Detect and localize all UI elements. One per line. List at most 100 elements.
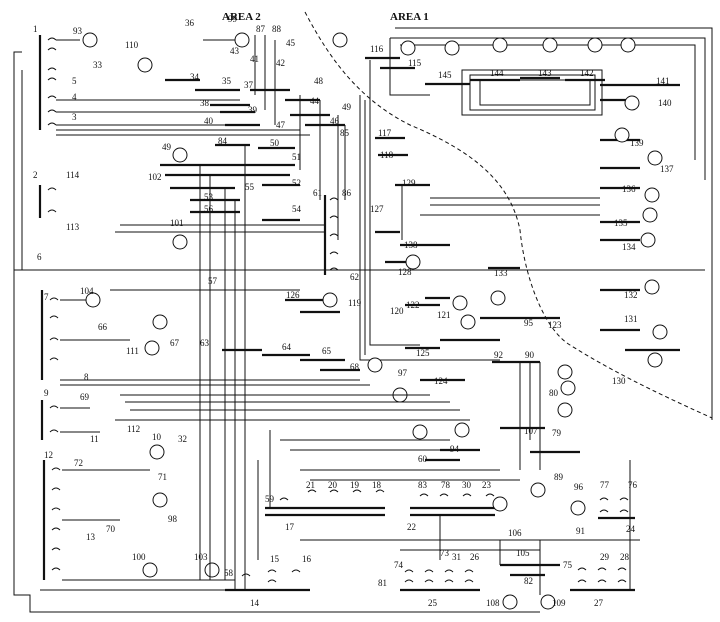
bus-label-83: 83 xyxy=(418,480,428,490)
bus-label-97: 97 xyxy=(398,368,408,378)
bus-label-109: 109 xyxy=(552,598,566,608)
bus-label-137: 137 xyxy=(660,164,674,174)
bus-label-114: 114 xyxy=(66,170,80,180)
bus-label-101: 101 xyxy=(170,218,184,228)
bus-label-12: 12 xyxy=(44,450,53,460)
bus-label-47: 47 xyxy=(276,120,286,130)
bus-label-46: 46 xyxy=(330,116,340,126)
bus-label-24: 24 xyxy=(626,524,636,534)
bus-label-16: 16 xyxy=(302,554,312,564)
bus-label-77: 77 xyxy=(600,480,610,490)
bus-label-32: 32 xyxy=(178,434,187,444)
area2-label: AREA 2 xyxy=(222,11,261,23)
bus-label-96: 96 xyxy=(574,482,584,492)
bus-label-1: 1 xyxy=(33,24,38,34)
bus-label-103: 103 xyxy=(194,552,208,562)
bus-label-49a: 49 xyxy=(342,102,352,112)
bus-label-55: 55 xyxy=(245,182,255,192)
bus-label-2: 2 xyxy=(33,170,38,180)
bus-label-23: 23 xyxy=(482,480,492,490)
bus-label-144: 144 xyxy=(490,68,504,78)
bus-label-36: 36 xyxy=(185,18,195,28)
bus-label-84: 84 xyxy=(218,136,228,146)
bus-label-95: 95 xyxy=(524,318,534,328)
bus-label-122: 122 xyxy=(406,300,420,310)
bus-label-124: 124 xyxy=(434,376,448,386)
bus-label-58: 58 xyxy=(224,568,234,578)
bus-label-67: 67 xyxy=(170,338,180,348)
bus-label-68: 68 xyxy=(350,362,360,372)
bus-label-79: 79 xyxy=(552,428,562,438)
bus-label-88: 88 xyxy=(272,24,282,34)
bus-label-105: 105 xyxy=(516,548,530,558)
bus-label-11: 11 xyxy=(90,434,99,444)
bus-label-21: 21 xyxy=(306,480,315,490)
bus-label-51: 51 xyxy=(292,152,301,162)
bus-label-107: 107 xyxy=(524,426,538,436)
bus-label-85: 85 xyxy=(340,128,350,138)
bus-label-135: 135 xyxy=(614,218,628,228)
bus-label-28: 28 xyxy=(620,552,630,562)
bus-label-134: 134 xyxy=(622,242,636,252)
bus-label-120: 120 xyxy=(390,306,404,316)
bus-label-38: 38 xyxy=(200,98,210,108)
bus-label-8: 8 xyxy=(84,372,89,382)
bus-label-129: 129 xyxy=(402,178,416,188)
bus-label-121: 121 xyxy=(437,310,451,320)
bus-label-90: 90 xyxy=(525,350,535,360)
bus-label-110: 110 xyxy=(125,40,139,50)
bus-label-136: 136 xyxy=(622,184,636,194)
bus-label-22: 22 xyxy=(407,522,416,532)
bus-label-62: 62 xyxy=(350,272,359,282)
bus-label-116: 116 xyxy=(370,44,384,54)
bus-label-140: 140 xyxy=(658,98,672,108)
bus-label-59: 59 xyxy=(265,494,275,504)
bus-label-89: 89 xyxy=(554,472,564,482)
bus-label-74: 74 xyxy=(394,560,404,570)
bus-label-128: 128 xyxy=(398,267,412,277)
bus-label-139: 139 xyxy=(630,138,644,148)
bus-label-131: 131 xyxy=(624,314,638,324)
bus-label-43: 43 xyxy=(230,46,240,56)
bus-label-70: 70 xyxy=(106,524,116,534)
bus-label-45: 45 xyxy=(286,38,296,48)
bus-label-119: 119 xyxy=(348,298,362,308)
bus-label-92: 92 xyxy=(494,350,503,360)
bus-label-30: 30 xyxy=(462,480,472,490)
bus-label-26: 26 xyxy=(470,552,480,562)
bus-label-86: 86 xyxy=(342,188,352,198)
bus-label-127: 127 xyxy=(370,204,384,214)
bus-label-40: 40 xyxy=(204,116,214,126)
bus-label-18: 18 xyxy=(372,480,382,490)
bus-label-76: 76 xyxy=(628,480,638,490)
bus-label-33: 33 xyxy=(93,60,103,70)
bus-label-94: 94 xyxy=(450,444,460,454)
bus-label-50: 50 xyxy=(270,138,280,148)
bus-label-15: 15 xyxy=(270,554,280,564)
bus-label-72: 72 xyxy=(74,458,83,468)
bus-label-123: 123 xyxy=(548,320,562,330)
bus-label-108: 108 xyxy=(486,598,500,608)
bus-label-73: 73 xyxy=(440,548,450,558)
bus-label-4: 4 xyxy=(72,92,77,102)
bus-label-145: 145 xyxy=(438,70,452,80)
bus-label-80: 80 xyxy=(549,388,559,398)
bus-label-75: 75 xyxy=(563,560,573,570)
bus-label-104: 104 xyxy=(80,286,94,296)
bus-label-17: 17 xyxy=(285,522,295,532)
bus-label-61: 61 xyxy=(313,188,322,198)
bus-label-42: 42 xyxy=(276,58,285,68)
bus-label-66: 66 xyxy=(98,322,108,332)
bus-label-6: 6 xyxy=(37,252,42,262)
bus-label-142: 142 xyxy=(580,68,594,78)
bus-label-64: 64 xyxy=(282,342,292,352)
bus-label-3: 3 xyxy=(72,112,77,122)
bus-label-113: 113 xyxy=(66,222,80,232)
bus-label-7: 7 xyxy=(44,292,49,302)
bus-label-56: 56 xyxy=(204,204,214,214)
bus-label-118: 118 xyxy=(380,150,394,160)
bus-label-44: 44 xyxy=(310,96,320,106)
bus-label-20: 20 xyxy=(328,480,338,490)
